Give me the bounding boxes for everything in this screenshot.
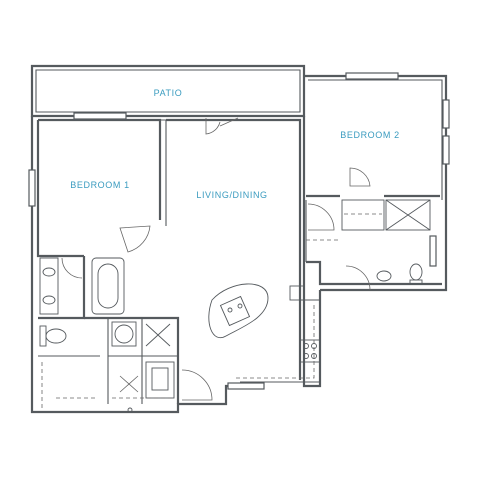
patio-label: PATIO <box>154 88 183 98</box>
bath-2-fixtures <box>306 199 431 285</box>
living-dining-label: LIVING/DINING <box>196 190 267 200</box>
doors <box>61 117 371 401</box>
bedroom-2-label: BEDROOM 2 <box>340 130 399 140</box>
kitchen <box>208 283 321 383</box>
windows <box>28 72 450 390</box>
interior-walls <box>36 118 442 404</box>
bedroom-1-label: BEDROOM 1 <box>70 180 129 190</box>
laundry-closets <box>111 321 175 413</box>
bath-1-fixtures <box>39 257 125 408</box>
